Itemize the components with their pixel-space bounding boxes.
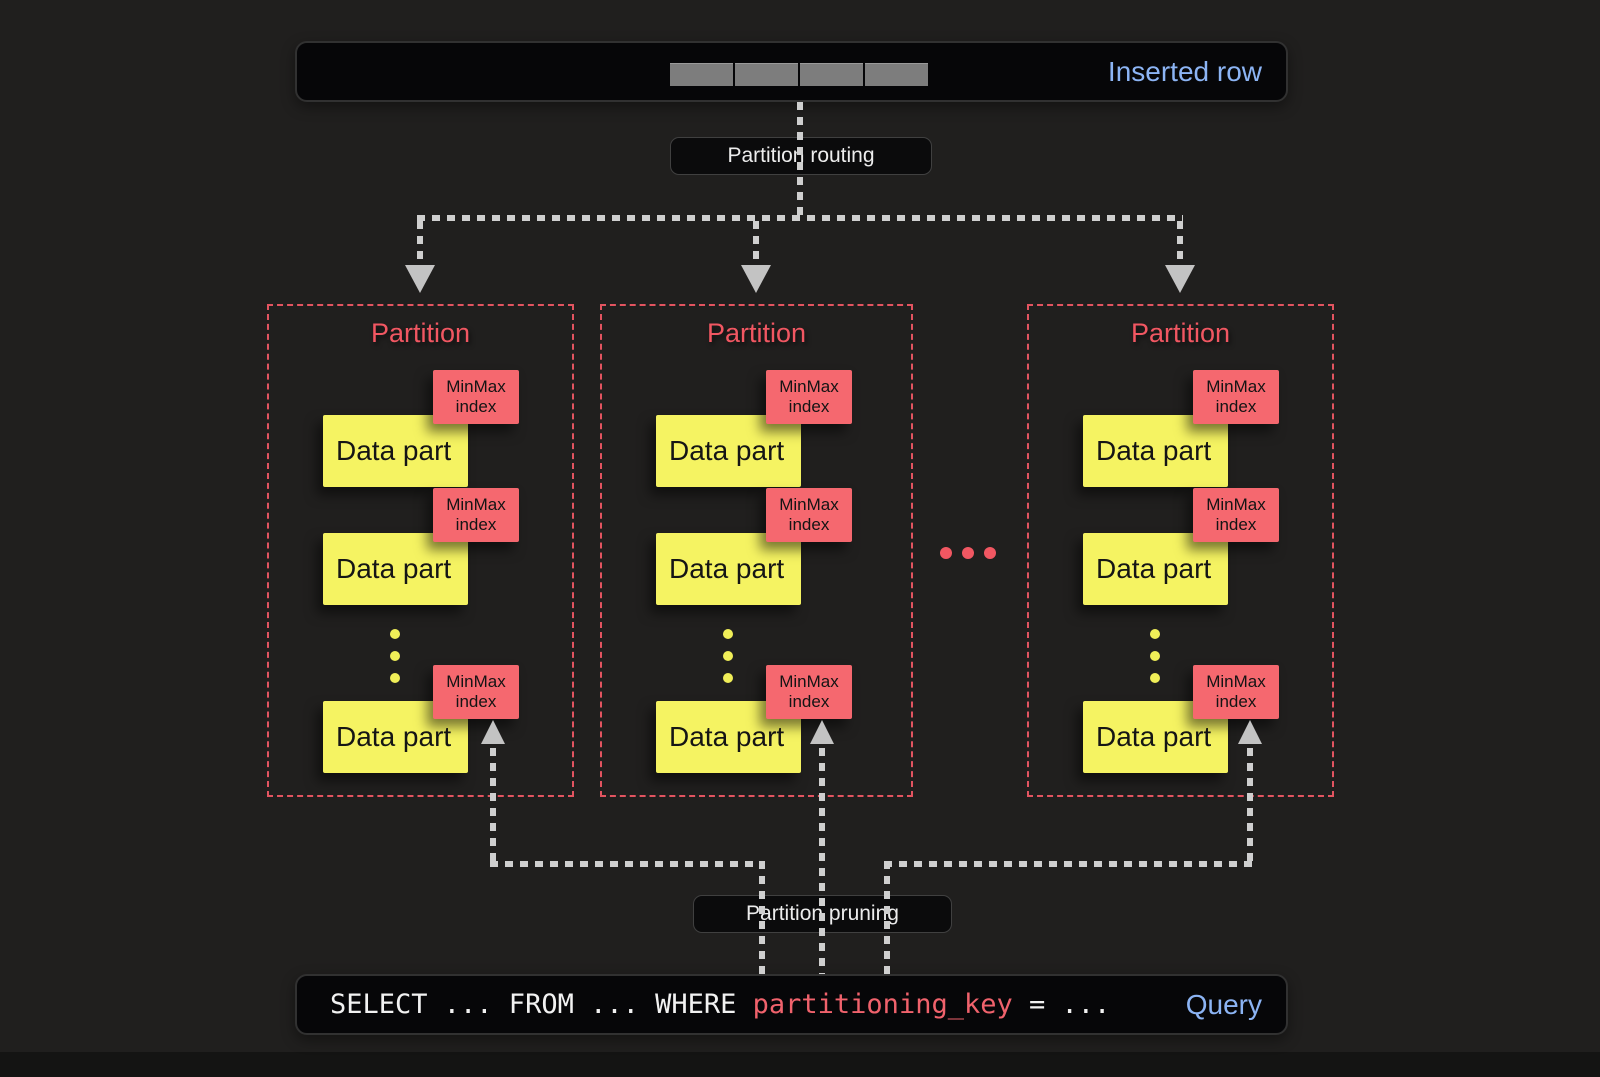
arrow-down-icon xyxy=(741,265,771,293)
connector-line xyxy=(819,748,825,974)
inserted-row-cell xyxy=(670,63,733,86)
connector-line xyxy=(884,861,890,974)
more-parts-ellipsis-icon xyxy=(1150,629,1160,639)
partition-title: Partition xyxy=(706,318,807,348)
arrow-up-icon xyxy=(1238,720,1262,744)
arrow-up-icon xyxy=(481,720,505,744)
more-parts-ellipsis-icon xyxy=(390,651,400,661)
connector-line xyxy=(884,861,1253,867)
partition-box-3: Partition MinMax index Data part MinMax … xyxy=(1027,304,1334,797)
minmax-index-badge: MinMax index xyxy=(766,370,852,424)
sql-partitioning-key: partitioning_key xyxy=(752,989,1013,1020)
more-parts-ellipsis-icon xyxy=(723,673,733,683)
sql-text: SELECT ... FROM ... WHERE partitioning_k… xyxy=(330,976,1110,1033)
more-parts-ellipsis-icon xyxy=(723,629,733,639)
minmax-index-badge: MinMax index xyxy=(1193,370,1279,424)
more-parts-ellipsis-icon xyxy=(390,629,400,639)
partition-title: Partition xyxy=(370,318,471,348)
inserted-row-bar: Inserted row xyxy=(295,41,1288,102)
more-partitions-ellipsis-icon xyxy=(984,547,996,559)
connector-line xyxy=(753,221,759,265)
inserted-row-label: Inserted row xyxy=(1107,55,1262,87)
more-partitions-ellipsis-icon xyxy=(962,547,974,559)
minmax-index-badge: MinMax index xyxy=(433,665,519,719)
more-partitions-ellipsis-icon xyxy=(940,547,952,559)
more-parts-ellipsis-icon xyxy=(390,673,400,683)
partition-box-1: Partition MinMax index Data part MinMax … xyxy=(267,304,574,797)
data-part-box: Data part xyxy=(1083,533,1228,605)
connector-line xyxy=(797,102,803,219)
connector-line xyxy=(417,221,423,265)
data-part-box: Data part xyxy=(323,533,468,605)
data-part-box: Data part xyxy=(656,533,801,605)
sql-tail: = ... xyxy=(1012,989,1111,1020)
minmax-index-badge: MinMax index xyxy=(1193,488,1279,542)
data-part-box: Data part xyxy=(323,415,468,487)
connector-line xyxy=(490,861,765,867)
arrow-up-icon xyxy=(810,720,834,744)
connector-line xyxy=(759,861,765,974)
minmax-index-badge: MinMax index xyxy=(433,370,519,424)
more-parts-ellipsis-icon xyxy=(1150,673,1160,683)
more-parts-ellipsis-icon xyxy=(1150,651,1160,661)
inserted-row-cell xyxy=(865,63,928,86)
minmax-index-badge: MinMax index xyxy=(766,488,852,542)
partition-box-2: Partition MinMax index Data part MinMax … xyxy=(600,304,913,797)
minmax-index-badge: MinMax index xyxy=(766,665,852,719)
data-part-box: Data part xyxy=(656,701,801,773)
inserted-row-cell xyxy=(735,63,798,86)
more-parts-ellipsis-icon xyxy=(723,651,733,661)
inserted-row-cell xyxy=(800,63,863,86)
partition-title: Partition xyxy=(1130,318,1231,348)
connector-line xyxy=(490,748,496,864)
inserted-row-cells xyxy=(670,63,928,86)
bottom-edge-strip xyxy=(0,1052,1600,1077)
connector-line xyxy=(1247,748,1253,864)
arrow-down-icon xyxy=(405,265,435,293)
minmax-index-badge: MinMax index xyxy=(433,488,519,542)
query-bar: SELECT ... FROM ... WHERE partitioning_k… xyxy=(295,974,1288,1035)
data-part-box: Data part xyxy=(656,415,801,487)
arrow-down-icon xyxy=(1165,265,1195,293)
data-part-box: Data part xyxy=(323,701,468,773)
connector-line xyxy=(1177,221,1183,265)
sql-select-clause: SELECT ... FROM ... WHERE xyxy=(330,989,753,1020)
data-part-box: Data part xyxy=(1083,415,1228,487)
minmax-index-badge: MinMax index xyxy=(1193,665,1279,719)
query-label: Query xyxy=(1185,988,1262,1020)
connector-line xyxy=(417,215,1183,221)
